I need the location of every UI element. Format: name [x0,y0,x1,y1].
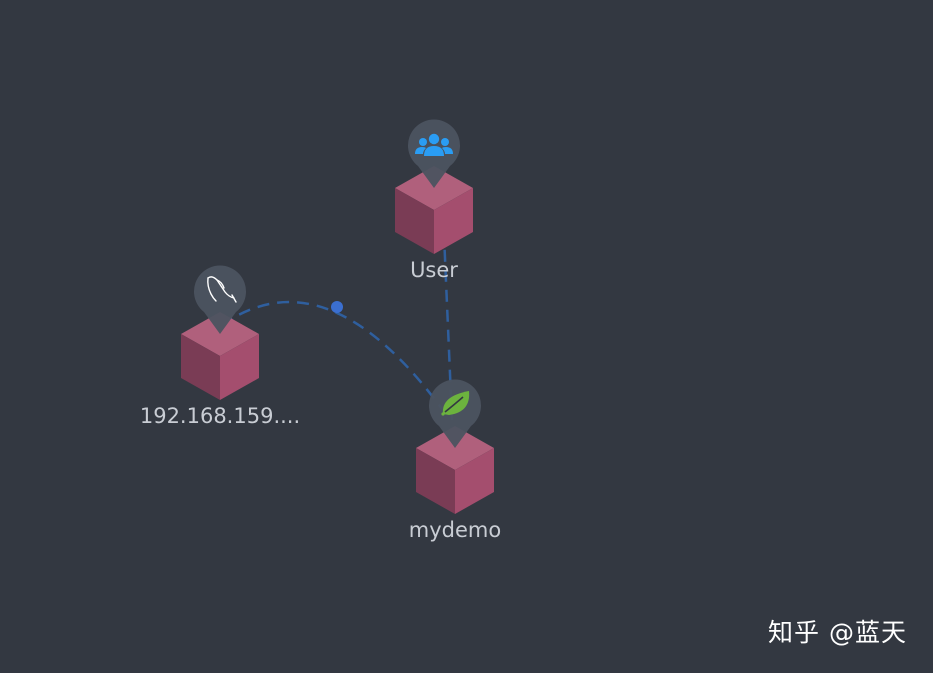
node-mydemo-graphic [416,379,494,514]
mysql-dolphin-icon [207,276,237,303]
edge-mysql-to-mydemo[interactable] [221,300,452,421]
node-mysql[interactable]: 192.168.159.... [140,264,300,434]
node-user-graphic [395,119,473,254]
node-mydemo[interactable]: mydemo [405,378,505,548]
edge-mysql-to-mydemo-dot [331,301,343,313]
node-mydemo-label: mydemo [408,518,502,542]
node-pin [194,265,246,334]
users-icon [415,133,453,156]
node-mysql-label: 192.168.159.... [139,404,301,428]
cube-right [434,188,473,254]
node-mysql-graphic [181,265,259,400]
cube-left [181,334,220,400]
node-user[interactable]: User [384,118,484,288]
cube-right [220,334,259,400]
cube-right [455,448,494,514]
node-user-label: User [410,258,458,282]
cube-left [416,448,455,514]
cube-left [395,188,434,254]
watermark: 知乎 @蓝天 [768,618,907,647]
spring-leaf-icon [441,391,470,416]
